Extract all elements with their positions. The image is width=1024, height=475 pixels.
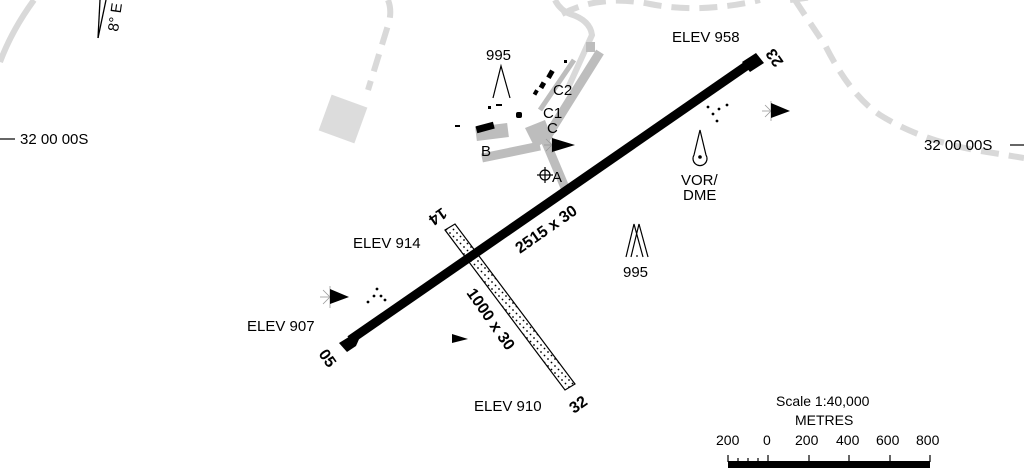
taxiway-label-a: A (552, 169, 562, 186)
elevation-05: ELEV 907 (247, 318, 315, 335)
building (496, 104, 502, 106)
apron-junction (525, 120, 552, 148)
magnetic-variation-label: 8° E (105, 2, 126, 33)
vor-dme-label-line1: VOR/ (681, 172, 719, 189)
wind-indicator-apron (544, 137, 575, 153)
obstacle-terminal-elevation: 995 (486, 47, 511, 64)
vor-dme-label-line2: DME (683, 187, 716, 204)
wind-direction-icon (771, 103, 790, 118)
latitude-right: 32 00 00S (924, 137, 1024, 154)
building (455, 125, 460, 127)
scale-bar-fill (728, 461, 930, 468)
latitude-label-right: 32 00 00S (924, 137, 992, 154)
taxiway-c-apron (541, 49, 604, 143)
taxiway-label-c: C (547, 120, 558, 137)
magnetic-north-line (97, 0, 107, 39)
road-left-curve (0, 0, 37, 64)
aerodrome-reference-point: A (537, 167, 562, 186)
scale-units: METRES (795, 412, 853, 428)
wind-direction-icon (552, 138, 575, 152)
grey-square-area (318, 94, 368, 144)
scale-tick-label: 200 (795, 432, 819, 448)
runway-14-32-surface[interactable] (444, 223, 576, 391)
direction-arrow-icon (452, 334, 468, 343)
runway-05-designator: 05 (315, 347, 339, 371)
building (538, 81, 547, 90)
building (564, 60, 567, 63)
obstacle-group-icon (625, 223, 649, 258)
scale-tick-label: 200 (716, 432, 740, 448)
apron-inner-strip (537, 58, 577, 112)
road-dashed-northwest (365, 0, 394, 91)
obstacle-south: 995 (623, 223, 649, 281)
runway-32-designator: 32 (567, 393, 591, 417)
scale-bar: Scale 1:40,000 METRES 200 0 200 400 600 … (716, 393, 940, 468)
building (546, 69, 555, 79)
building (488, 106, 491, 109)
taxiway-label-b: B (481, 143, 491, 160)
scale-title: Scale 1:40,000 (776, 393, 870, 409)
road-dashed-east (792, 0, 1024, 161)
apron-b-upper (475, 123, 509, 141)
taxiway-label-c2: C2 (553, 82, 572, 99)
vor-dme-icon (692, 129, 708, 167)
elevation-23: ELEV 958 (672, 29, 740, 46)
scale-tick-label: 600 (876, 432, 900, 448)
scale-tick-label: 0 (763, 432, 771, 448)
true-north-line (97, 0, 101, 39)
road-solid-north (552, 0, 596, 90)
light-sun-icon (320, 286, 331, 308)
latitude-left: 32 00 00S (0, 131, 88, 148)
runway-05-threshold (339, 335, 360, 352)
building (516, 112, 522, 118)
roads-layer (0, 0, 1024, 161)
runway-23-designator: 23 (763, 45, 787, 69)
taxiway-b (481, 141, 541, 163)
runway-bulge (618, 146, 630, 156)
approach-lights-23 (706, 103, 729, 123)
scale-tick-label: 800 (916, 432, 940, 448)
building (475, 121, 495, 134)
approach-lights-05 (366, 287, 387, 304)
magnetic-variation: 8° E (97, 0, 126, 39)
runway-14-designator: 14 (425, 204, 449, 228)
wind-indicator-east (762, 101, 790, 121)
elevation-32: ELEV 910 (474, 398, 542, 415)
runway-05-23-dimensions: 2515 x 30 (513, 202, 581, 257)
road-dashed-north (560, 0, 761, 17)
obstacle-south-elevation: 995 (623, 264, 648, 281)
vor-dme-navaid: VOR/ DME (681, 129, 719, 204)
apron-block-top (586, 42, 595, 52)
wind-indicator-west (320, 286, 349, 308)
building (532, 89, 539, 96)
taxiway-label-c1: C1 (543, 105, 562, 122)
buildings (455, 60, 567, 134)
light-sun-icon (762, 101, 772, 121)
obstacle-terminal: 995 (486, 47, 511, 99)
elevation-14: ELEV 914 (353, 235, 421, 252)
latitude-label-left: 32 00 00S (20, 131, 88, 148)
obstacle-icon (492, 63, 511, 99)
runway-05-23[interactable] (339, 53, 764, 352)
runway-05-23-surface[interactable] (347, 58, 755, 344)
scale-tick-label: 400 (836, 432, 860, 448)
wind-direction-icon (330, 289, 349, 304)
runway-14-32[interactable] (444, 223, 576, 391)
runway-23-threshold (742, 53, 764, 72)
